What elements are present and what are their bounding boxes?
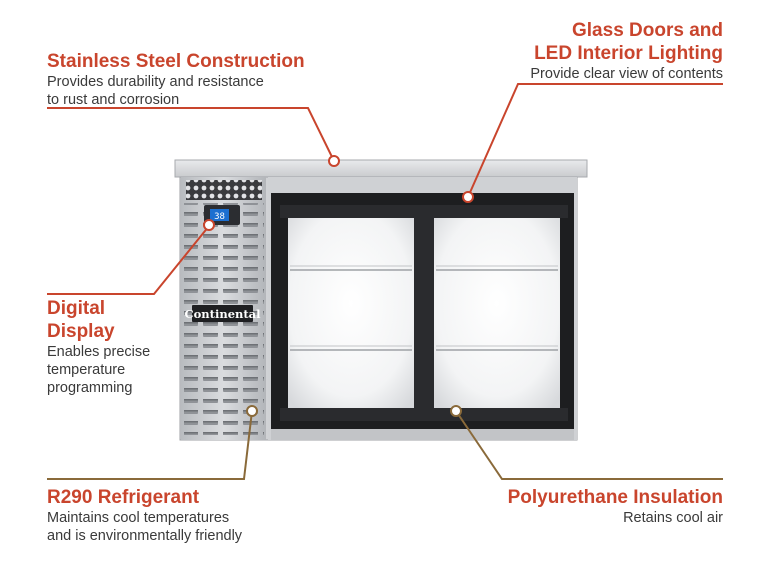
left-door-glass: [288, 218, 414, 408]
leader-line-display: [47, 225, 210, 295]
callout-stainless-steel: Stainless Steel Construction Provides du…: [47, 50, 377, 109]
door-bottom-rail: [280, 408, 568, 421]
callout-title-line: Digital: [47, 298, 106, 319]
brand-label: Continental: [184, 307, 261, 321]
leader-line-glass: [467, 83, 723, 198]
shelves: [290, 269, 558, 351]
callout-glass-doors: Glass Doors and LED Interior Lighting Pr…: [393, 19, 723, 83]
callout-desc-line: and is environmentally friendly: [47, 528, 243, 544]
callout-desc-line: Enables precise: [47, 344, 151, 360]
right-door-glass: [434, 218, 560, 408]
callout-desc-line: temperature: [47, 362, 126, 378]
callout-title-line: Display: [47, 321, 115, 342]
callout-title: Stainless Steel Construction: [47, 51, 305, 72]
shelf-wires: [290, 265, 558, 347]
callout-desc-line: Maintains cool temperatures: [47, 510, 230, 526]
kickplate: [271, 429, 574, 440]
leader-line-steel: [47, 107, 335, 162]
callout-title-line: LED Interior Lighting: [534, 43, 723, 64]
callout-desc: Provide clear view of contents: [530, 66, 723, 82]
display-reading: 38: [214, 212, 225, 222]
callout-desc-line: Provides durability and resistance: [47, 74, 264, 90]
leader-line-insulation: [455, 410, 723, 480]
top-mesh-grille: [186, 180, 262, 200]
callout-refrigerant: R290 Refrigerant Maintains cool temperat…: [47, 486, 347, 545]
callout-desc-line: programming: [47, 380, 133, 396]
marker-dot-glass: [462, 191, 474, 203]
callout-insulation: Polyurethane Insulation Retains cool air: [403, 486, 723, 527]
countertop: [174, 159, 588, 178]
brand-badge: [192, 305, 253, 322]
door-center-mullion: [414, 207, 434, 421]
callout-title: Polyurethane Insulation: [507, 487, 723, 508]
marker-dot-display: [203, 219, 215, 231]
marker-dot-refrigerant: [246, 405, 258, 417]
door-top-rail: [280, 205, 568, 218]
callout-title-line: Glass Doors and: [572, 20, 723, 41]
marker-dot-insulation: [450, 405, 462, 417]
callout-desc: Retains cool air: [623, 510, 723, 526]
marker-dot-steel: [328, 155, 340, 167]
digital-display-screen: [210, 209, 229, 221]
callout-desc-line: to rust and corrosion: [47, 92, 180, 108]
callout-digital-display: Digital Display Enables precise temperat…: [47, 297, 207, 397]
callout-title: R290 Refrigerant: [47, 487, 200, 508]
leader-line-refrigerant: [47, 410, 253, 480]
